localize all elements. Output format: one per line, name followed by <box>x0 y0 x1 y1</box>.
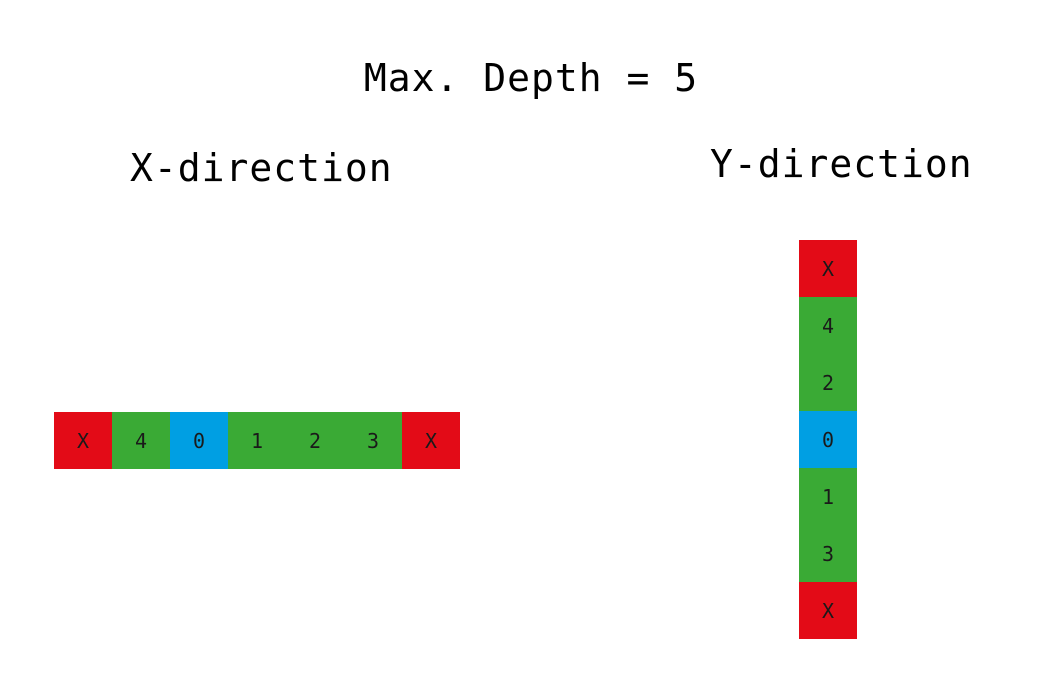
y-cell: 2 <box>799 354 857 411</box>
x-direction-strip: X 4 0 1 2 3 X <box>54 412 460 469</box>
x-cell: 1 <box>228 412 286 469</box>
x-cell: X <box>402 412 460 469</box>
y-cell: 0 <box>799 411 857 468</box>
y-cell: X <box>799 240 857 297</box>
y-direction-strip: X 4 2 0 1 3 X <box>799 240 857 639</box>
x-cell: 2 <box>286 412 344 469</box>
x-cell: X <box>54 412 112 469</box>
y-direction-label: Y-direction <box>710 142 973 186</box>
y-cell: 3 <box>799 525 857 582</box>
x-cell: 3 <box>344 412 402 469</box>
y-cell: X <box>799 582 857 639</box>
x-cell: 4 <box>112 412 170 469</box>
diagram-title: Max. Depth = 5 <box>363 56 699 100</box>
x-direction-label: X-direction <box>130 146 393 190</box>
y-cell: 1 <box>799 468 857 525</box>
y-cell: 4 <box>799 297 857 354</box>
x-cell: 0 <box>170 412 228 469</box>
